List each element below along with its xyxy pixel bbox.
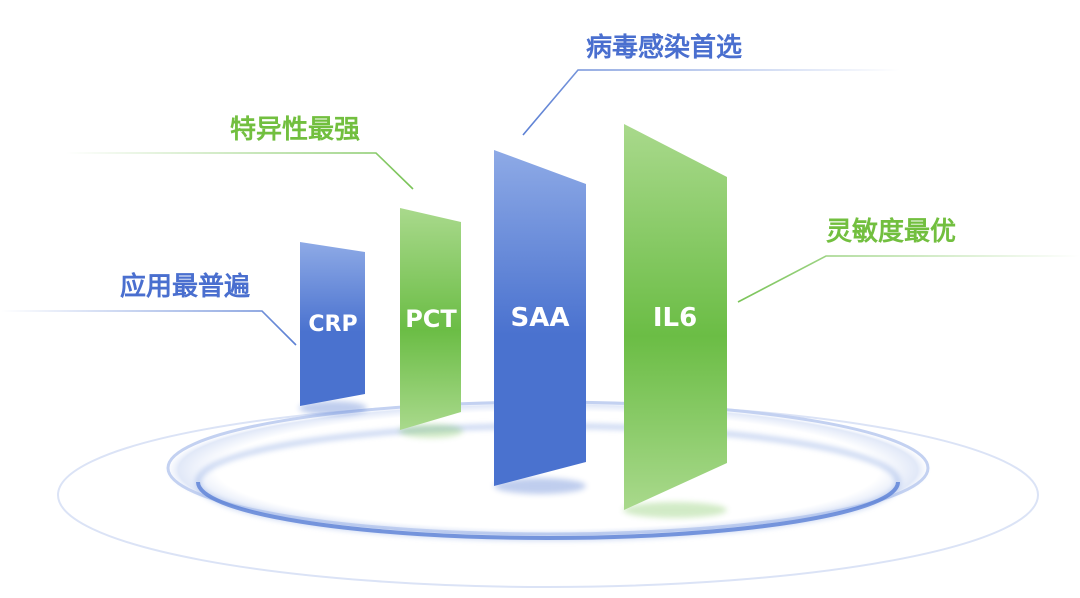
panel-pct-label: PCT	[405, 305, 457, 333]
panel-il6-label: IL6	[653, 303, 697, 333]
il6-callout-line	[737, 255, 1080, 303]
pct-callout-line	[65, 152, 414, 190]
panel-crp: CRP	[299, 242, 367, 415]
callout-pct: 特异性最强	[230, 114, 360, 145]
panel-pct-shape	[400, 208, 461, 430]
panel-pct-shadow	[399, 424, 463, 438]
panel-saa-shape	[494, 150, 586, 486]
panel-saa-label: SAA	[511, 303, 570, 333]
panel-saa: SAA	[494, 150, 586, 494]
panel-il6-shadow	[623, 502, 727, 518]
saa-callout-line	[522, 69, 900, 136]
crp-callout-line	[0, 310, 297, 346]
inner-ring-front	[196, 481, 900, 540]
callout-crp: 应用最普遍	[120, 271, 250, 302]
panel-il6-shape	[624, 124, 727, 510]
callout-il6: 灵敏度最优	[826, 216, 956, 247]
panel-crp-shadow	[299, 401, 367, 415]
panel-crp-shape	[300, 242, 365, 406]
callout-labels: 应用最普遍 特异性最强 病毒感染首选 灵敏度最优	[120, 32, 956, 302]
panel-il6: IL6	[623, 124, 727, 518]
panel-saa-shadow	[494, 478, 586, 494]
callout-lines	[0, 69, 1080, 346]
panel-crp-label: CRP	[308, 312, 357, 337]
panel-pct: PCT	[399, 208, 463, 438]
panels: CRP PCT SAA IL6	[299, 124, 727, 518]
callout-saa: 病毒感染首选	[586, 32, 742, 63]
